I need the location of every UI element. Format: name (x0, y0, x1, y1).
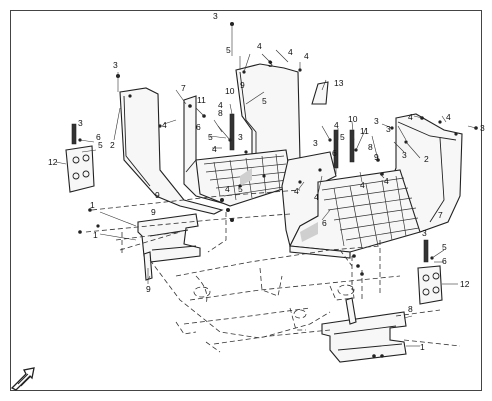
callout-1: 1 (93, 230, 98, 240)
callout-3: 3 (402, 150, 407, 160)
callout-9: 9 (151, 207, 156, 217)
callout-9: 9 (155, 190, 160, 200)
callout-8: 8 (408, 304, 413, 314)
callout-9: 9 (146, 284, 151, 294)
leader-lines (55, 24, 477, 347)
callout-9: 9 (240, 80, 245, 90)
part-12-plate-left (65, 123, 95, 193)
callout-11: 11 (360, 126, 369, 136)
callout-8: 8 (218, 108, 223, 118)
callout-5: 5 (226, 45, 231, 55)
callout-6: 6 (442, 256, 447, 266)
callout-3: 3 (213, 11, 218, 21)
callout-labels: 3 4 5 4 4 3 3 13 7 10 9 11 5 4 8 4 2 6 5… (48, 11, 485, 352)
callout-4: 4 (162, 120, 167, 130)
callout-3: 3 (78, 118, 83, 128)
callout-5: 5 (262, 96, 267, 106)
callout-7: 7 (181, 83, 186, 93)
callout-7: 7 (438, 210, 443, 220)
callout-8: 8 (368, 142, 373, 152)
callout-6: 6 (96, 132, 101, 142)
callout-6: 6 (322, 218, 327, 228)
right-footwell (281, 113, 478, 276)
callout-3: 3 (313, 138, 318, 148)
callout-4: 4 (314, 192, 319, 202)
callout-4: 4 (218, 100, 223, 110)
callout-12: 12 (460, 279, 470, 289)
callout-9: 9 (374, 152, 379, 162)
callout-13: 13 (334, 78, 344, 88)
part-13-bracket (311, 81, 329, 105)
part-9-front-bracket (78, 208, 201, 281)
part-12-plate-right (417, 239, 443, 305)
callout-4: 4 (304, 51, 309, 61)
callout-2: 2 (424, 154, 429, 164)
left-footwell (116, 22, 302, 222)
callout-4: 4 (334, 120, 339, 130)
callout-3: 3 (268, 59, 273, 69)
callout-1: 1 (420, 342, 425, 352)
callout-4: 4 (446, 112, 451, 122)
callout-5: 5 (238, 184, 243, 194)
callout-3: 3 (238, 132, 243, 142)
callout-4: 4 (288, 47, 293, 57)
callout-12: 12 (48, 157, 58, 167)
callout-5: 5 (442, 242, 447, 252)
callout-4: 4 (294, 186, 299, 196)
callout-4: 4 (225, 184, 230, 194)
callout-3: 3 (422, 228, 427, 238)
callout-1: 1 (90, 200, 95, 210)
callout-2: 2 (110, 140, 115, 150)
callout-11: 11 (197, 95, 206, 105)
callout-3: 3 (386, 124, 391, 134)
callout-5: 5 (208, 132, 213, 142)
callout-10: 10 (348, 114, 358, 124)
callout-3: 3 (113, 60, 118, 70)
callout-4: 4 (384, 176, 389, 186)
callout-5: 5 (98, 140, 103, 150)
callout-10: 10 (225, 86, 235, 96)
callout-4: 4 (212, 144, 217, 154)
vehicle-frame-dashed (85, 189, 461, 353)
callout-5: 5 (340, 132, 345, 142)
callout-4: 4 (257, 41, 262, 51)
front-arrow-icon (10, 367, 35, 391)
callout-3: 3 (374, 116, 379, 126)
callout-6: 6 (196, 122, 201, 132)
callout-6: 6 (332, 148, 337, 158)
part-8-rear-bracket (321, 297, 407, 363)
callout-4: 4 (360, 180, 365, 190)
callout-4: 4 (408, 112, 413, 122)
callout-3: 3 (480, 123, 485, 133)
